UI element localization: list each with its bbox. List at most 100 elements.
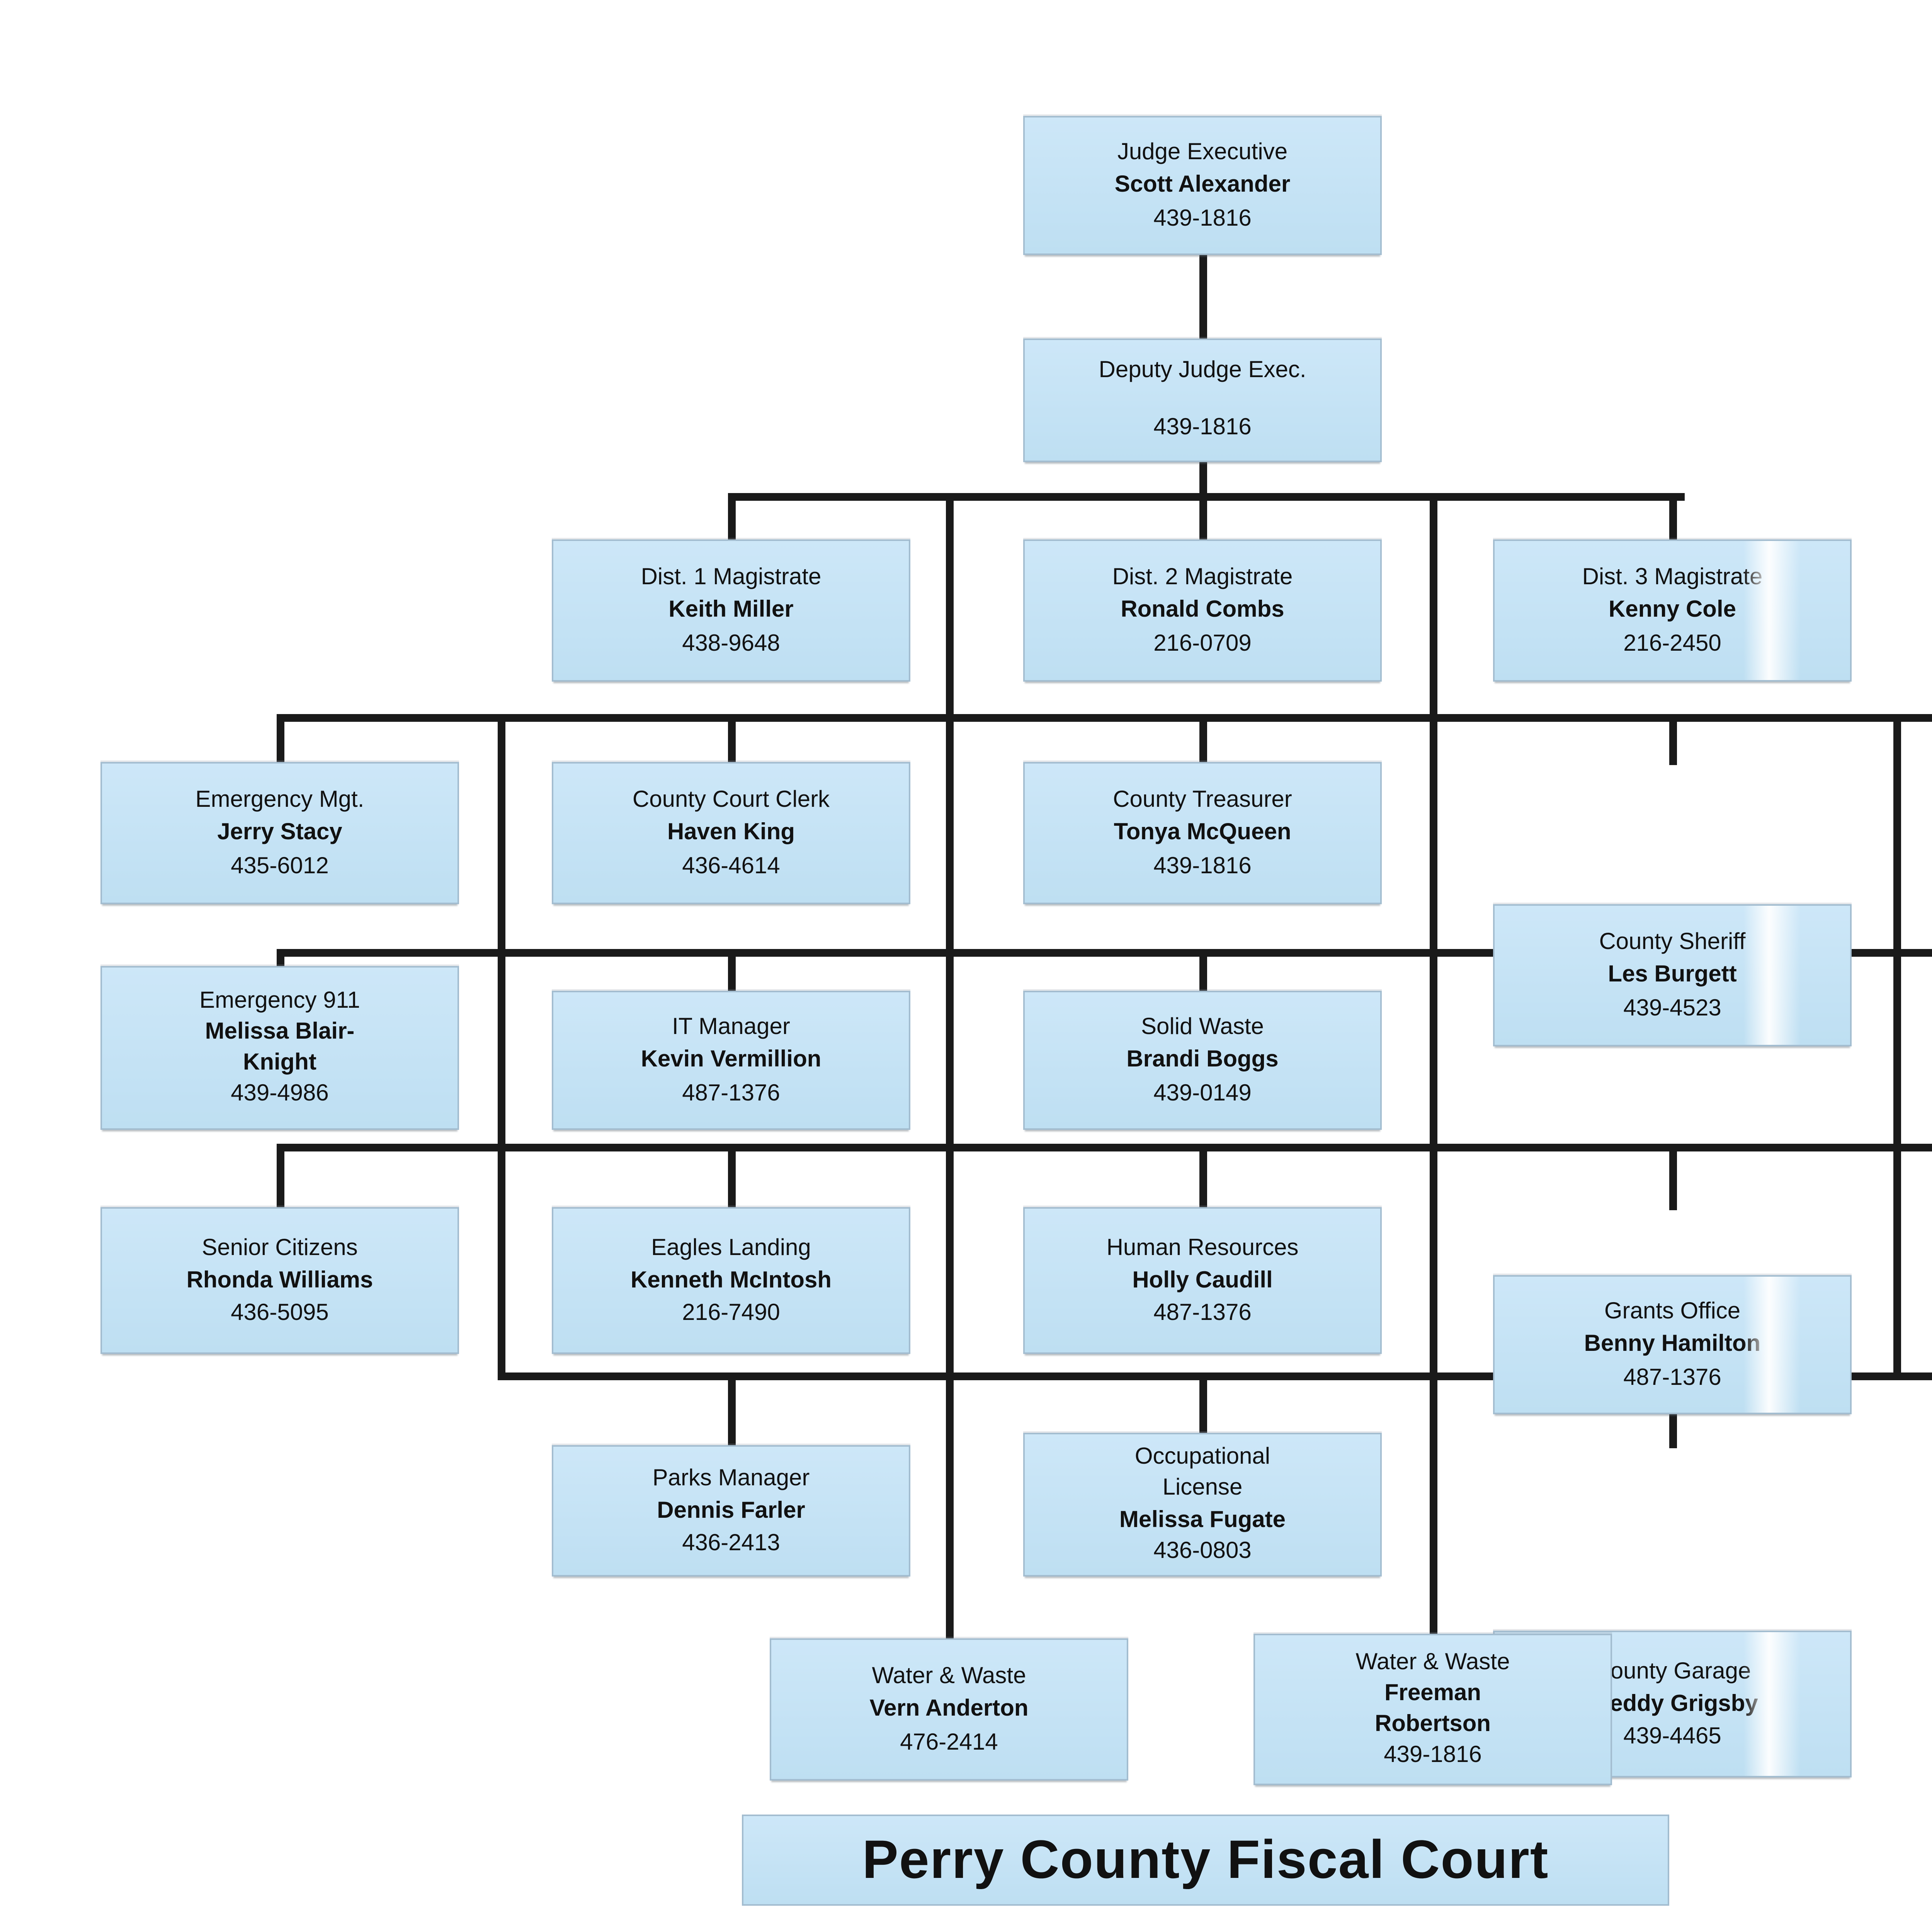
row6-bus-hline (277, 1144, 1932, 1151)
box-title: Dist. 2 Magistrate (1112, 564, 1293, 591)
box-title: County Court Clerk (632, 787, 830, 813)
org-box-grants-office: Grants Office Benny Hamilton 487-1376 (1493, 1275, 1852, 1414)
org-box-it-manager: IT Manager Kevin Vermillion 487-1376 (552, 991, 910, 1130)
box-phone: 436-4614 (682, 852, 780, 879)
box-title: County Garage (1594, 1658, 1751, 1684)
box-phone: 216-7490 (682, 1300, 780, 1327)
box-name: Vern Anderton (869, 1696, 1029, 1723)
box-name: Dennis Farler (657, 1497, 805, 1524)
box-phone: 487-1376 (682, 1080, 780, 1106)
box-title: Dist. 1 Magistrate (641, 564, 821, 591)
box-name: Les Burgett (1608, 962, 1737, 988)
row5-drop-c3 (1199, 952, 1207, 994)
box-phone: 439-4465 (1623, 1723, 1721, 1750)
row7-drop-c2 (728, 1372, 736, 1448)
box-phone: 487-1376 (1153, 1300, 1252, 1327)
box-name: Holly Caudill (1132, 1267, 1273, 1294)
org-box-emergency-mgt: Emergency Mgt. Jerry Stacy 435-6012 (100, 762, 459, 904)
magistrate-drop-1 (728, 496, 736, 543)
org-box-water-waste-robertson: Water & Waste Freeman Robertson 439-1816 (1253, 1634, 1612, 1785)
org-box-dist-2-magistrate: Dist. 2 Magistrate Ronald Combs 216-0709 (1023, 539, 1382, 682)
row6-drop-c1 (277, 1147, 284, 1210)
box-phone: 439-0149 (1153, 1080, 1252, 1106)
box-name: Freddy Grigsby (1587, 1690, 1758, 1717)
box-phone: 439-1816 (1153, 413, 1252, 440)
box-phone: 435-6012 (231, 852, 329, 879)
chart-title: Perry County Fiscal Court (742, 1815, 1669, 1906)
box-name: Scott Alexander (1114, 172, 1291, 199)
box-name: Melissa Blair-Knight (205, 1018, 355, 1076)
org-box-county-sheriff: County Sheriff Les Burgett 439-4523 (1493, 904, 1852, 1046)
box-title: Grants Office (1604, 1298, 1741, 1325)
box-title: Deputy Judge Exec. (1099, 357, 1306, 383)
box-title: Dist. 3 Magistrate (1582, 564, 1763, 591)
org-box-senior-citizens: Senior Citizens Rhonda Williams 436-5095 (100, 1207, 459, 1354)
magistrate-drop-2 (1199, 496, 1207, 543)
org-box-county-court-clerk: County Court Clerk Haven King 436-4614 (552, 762, 910, 904)
box-phone: 487-1376 (1623, 1364, 1721, 1391)
box-title: Parks Manager (652, 1464, 810, 1491)
box-title: County Sheriff (1599, 929, 1746, 956)
box-name: Freeman Robertson (1375, 1680, 1491, 1737)
row4-drop-c3 (1199, 717, 1207, 765)
magistrate-drop-3 (1669, 496, 1677, 543)
box-name: Tonya McQueen (1114, 820, 1291, 846)
box-name: Haven King (667, 820, 795, 846)
channel-left-vline (498, 717, 505, 1376)
box-title: IT Manager (672, 1014, 790, 1041)
row4-bus-hline (277, 714, 1932, 722)
box-name: Kevin Vermillion (641, 1047, 821, 1073)
box-phone: 216-2450 (1623, 630, 1721, 656)
center-right-vline (1430, 496, 1437, 1637)
box-title: County Treasurer (1113, 787, 1292, 813)
box-phone: 439-4523 (1623, 995, 1721, 1021)
box-phone: 216-0709 (1153, 630, 1252, 656)
row6-drop-c4 (1669, 1147, 1677, 1210)
box-phone: 439-1816 (1153, 205, 1252, 231)
box-phone: 439-1816 (1153, 852, 1252, 879)
box-phone: 436-5095 (231, 1300, 329, 1327)
org-box-occupational-license: Occupational License Melissa Fugate 436-… (1023, 1433, 1382, 1577)
org-box-human-resources: Human Resources Holly Caudill 487-1376 (1023, 1207, 1382, 1354)
box-name: Kenneth McIntosh (631, 1267, 832, 1294)
box-title: Emergency Mgt. (195, 787, 364, 813)
org-box-water-waste-anderton: Water & Waste Vern Anderton 476-2414 (770, 1638, 1128, 1781)
box-name: Melissa Fugate (1119, 1506, 1286, 1532)
org-box-parks-manager: Parks Manager Dennis Farler 436-2413 (552, 1445, 910, 1577)
org-box-dist-3-magistrate: Dist. 3 Magistrate Kenny Cole 216-2450 (1493, 539, 1852, 682)
row6-drop-c2 (728, 1147, 736, 1210)
box-name: Keith Miller (668, 597, 794, 624)
box-title: Occupational License (1134, 1444, 1270, 1501)
box-title: Senior Citizens (202, 1234, 358, 1261)
box-phone: 438-9648 (682, 630, 780, 656)
row4-drop-c1 (277, 717, 284, 765)
org-box-county-treasurer: County Treasurer Tonya McQueen 439-1816 (1023, 762, 1382, 904)
box-title: Emergency 911 (199, 987, 360, 1013)
deputy-bus-vline (1199, 459, 1207, 502)
channel-right-vline (1893, 717, 1901, 1376)
box-phone: 436-0803 (1153, 1537, 1252, 1564)
org-box-deputy-judge-exec: Deputy Judge Exec. 439-1816 (1023, 338, 1382, 462)
box-name: Rhonda Williams (186, 1267, 373, 1294)
org-box-eagles-landing: Eagles Landing Kenneth McIntosh 216-7490 (552, 1207, 910, 1354)
box-title: Solid Waste (1141, 1014, 1264, 1041)
box-name: Kenny Cole (1608, 597, 1736, 624)
row5-drop-c2 (728, 952, 736, 994)
org-box-emergency-911: Emergency 911 Melissa Blair-Knight 439-4… (100, 966, 459, 1130)
box-phone: 476-2414 (900, 1729, 998, 1755)
box-name: Benny Hamilton (1584, 1331, 1761, 1358)
box-title: Eagles Landing (651, 1234, 811, 1261)
judge-deputy-vline (1199, 255, 1207, 342)
org-box-dist-1-magistrate: Dist. 1 Magistrate Keith Miller 438-9648 (552, 539, 910, 682)
org-box-judge-executive: Judge Executive Scott Alexander 439-1816 (1023, 116, 1382, 255)
row4-drop-c4 (1669, 717, 1677, 765)
center-left-vline (946, 496, 954, 1641)
org-box-solid-waste: Solid Waste Brandi Boggs 439-0149 (1023, 991, 1382, 1130)
row6-drop-c3 (1199, 1147, 1207, 1210)
box-title: Water & Waste (872, 1663, 1026, 1690)
row4-drop-c2 (728, 717, 736, 765)
box-name: Jerry Stacy (217, 820, 342, 846)
box-title: Human Resources (1106, 1234, 1299, 1261)
box-phone: 439-1816 (1384, 1742, 1482, 1769)
